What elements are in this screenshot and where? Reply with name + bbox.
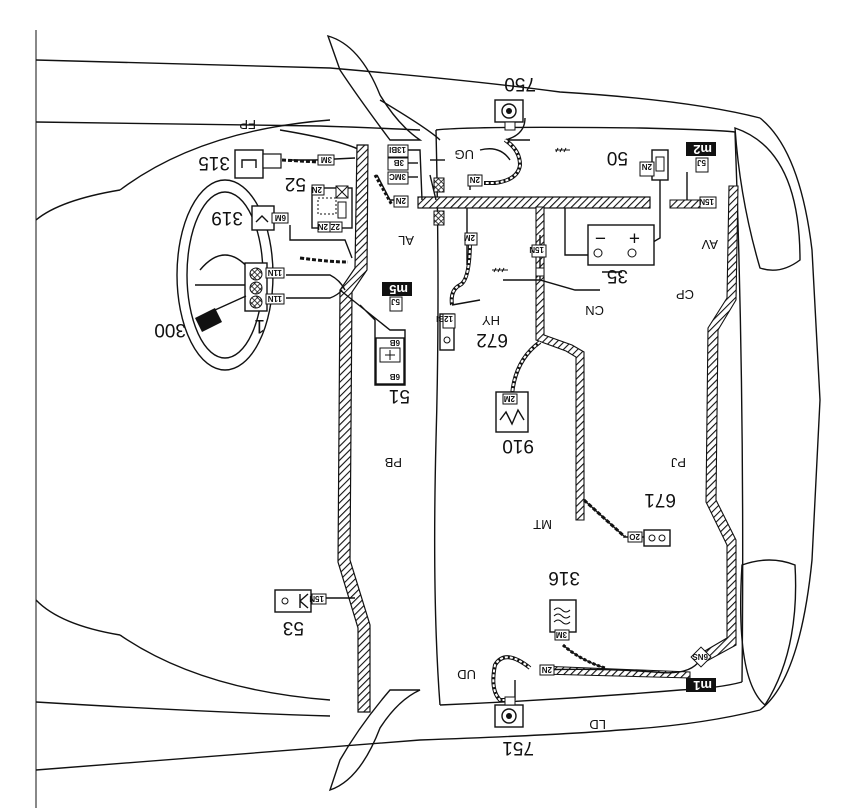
conn-3B: 3B (394, 158, 404, 167)
harness-label-PJ: PJ (671, 455, 686, 470)
label-319: 319 (211, 207, 243, 228)
label-51: 51 (389, 385, 410, 406)
conn-12BI: 12BI (436, 314, 453, 323)
ground-label-m5: m5 (389, 282, 408, 297)
label-910: 910 (502, 435, 534, 456)
harness-label-MT: MT (533, 517, 552, 532)
label-35: 35 (607, 265, 628, 286)
connector-block-top (387, 144, 423, 201)
conn-2N6: 2N (542, 665, 552, 674)
conn-3MC: 3MC (389, 172, 406, 181)
conn-6B2: 6B (390, 372, 400, 381)
conn-6NS: 6NS (692, 652, 708, 661)
conn-2M2: 2M (504, 394, 515, 403)
harness-label-FP: FP (239, 117, 256, 132)
battery-plus: + (629, 227, 640, 248)
conn-6B: 6B (390, 338, 400, 347)
conn-6M: 6M (275, 213, 286, 222)
conn-5J: 5J (697, 158, 706, 167)
conn-2M: 2M (464, 233, 475, 242)
label-315: 315 (198, 152, 230, 173)
component-671[interactable] (643, 529, 671, 547)
harness-label-CN: CN (585, 303, 604, 318)
conn-2N: 2N (396, 196, 406, 205)
conn-3M2: 3M (556, 630, 567, 639)
wires (281, 117, 688, 702)
harness-label-AL: AL (398, 233, 414, 248)
ground-m1 (686, 678, 716, 692)
conn-15N2: 15N (699, 197, 714, 206)
label-751: 751 (502, 737, 534, 758)
conn-2NZ: 2N (312, 185, 322, 194)
component-35-battery[interactable] (587, 224, 655, 266)
harness-label-UG: UG (455, 147, 475, 162)
harness-mt (535, 206, 585, 521)
label-50: 50 (607, 147, 628, 168)
ground-m2 (686, 142, 716, 173)
conn-5J2: 5J (391, 297, 400, 306)
label-671: 671 (644, 489, 676, 510)
labels: 750 751 315 319 300 1 52 50 35 51 672 91… (154, 73, 718, 758)
ground-m5 (382, 282, 412, 312)
component-316[interactable] (549, 599, 577, 633)
ground-symbols (492, 147, 570, 273)
component-750-horn[interactable] (494, 99, 524, 131)
connector-boxes (265, 154, 717, 676)
harness-ld (539, 659, 701, 679)
label-1: 1 (254, 315, 265, 336)
conn-2N5: 2N (642, 162, 652, 171)
label-316: 316 (548, 567, 580, 588)
battery-minus: − (595, 227, 606, 248)
harness-label-AV: AV (701, 237, 718, 252)
label-52: 52 (285, 173, 306, 194)
label-672: 672 (476, 329, 508, 350)
component-751-horn[interactable] (494, 696, 524, 728)
conn-11N: 11N (268, 268, 282, 277)
component-319[interactable] (251, 205, 275, 231)
harness-label-HY: HY (482, 313, 500, 328)
conn-11N2: 11N (268, 294, 282, 303)
component-53[interactable] (274, 589, 312, 613)
label-300: 300 (154, 319, 186, 340)
component-300-ignition[interactable] (195, 295, 247, 332)
harness-label-UD: UD (457, 667, 476, 682)
grommets (433, 177, 445, 226)
conn-2Z: 2Z (331, 222, 340, 231)
harness-label-CP: CP (676, 287, 694, 302)
harness-label-PB: PB (385, 455, 402, 470)
component-315[interactable] (234, 149, 282, 179)
harness-pb (337, 144, 371, 713)
conn-2N3: 2N (318, 222, 328, 231)
conn-2N4: 2N (470, 175, 480, 184)
ground-label-m1: m1 (693, 678, 712, 693)
harness-pj (697, 185, 739, 663)
conn-15N: 15N (529, 245, 544, 254)
component-1-switch[interactable] (244, 262, 268, 312)
label-750: 750 (504, 73, 536, 94)
conn-15N3: 15N (309, 594, 324, 603)
car-outline (35, 30, 821, 808)
conn-3M: 3M (321, 155, 332, 164)
ground-label-m2: m2 (693, 142, 712, 157)
conn-13BI: 13BI (389, 145, 406, 154)
conn-2O: 2O (629, 532, 640, 541)
label-53: 53 (283, 617, 304, 638)
component-51[interactable] (375, 337, 405, 385)
harness-label-LD: LD (589, 717, 606, 732)
